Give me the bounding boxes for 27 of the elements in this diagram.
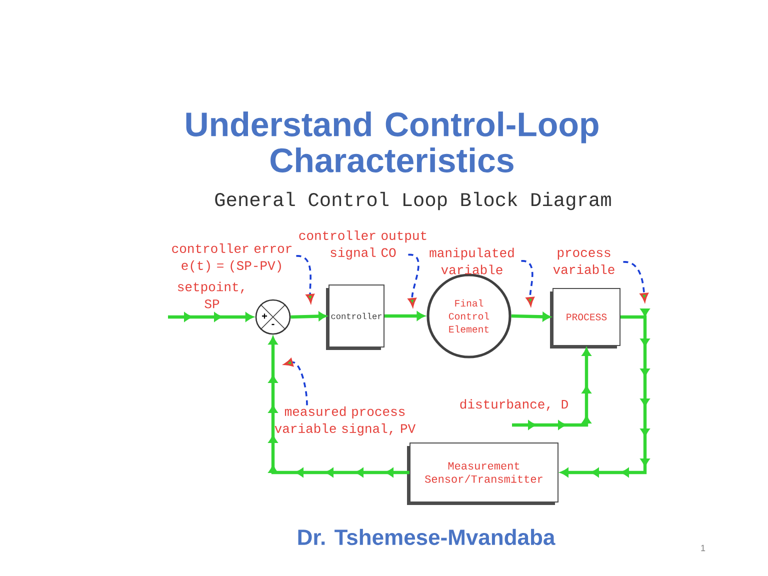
flow-arrow	[511, 312, 551, 322]
subheading: General Control Loop Block Diagram	[215, 192, 611, 210]
sensor-box: Measurement Sensor/Transmitter	[407, 442, 558, 505]
author-name: Dr. Tshemese-Mvandaba	[298, 528, 556, 546]
leader-line	[623, 261, 648, 302]
annotation-text: controller output signal CO	[299, 230, 426, 260]
flow-arrow	[268, 336, 410, 477]
leader-line	[408, 254, 420, 307]
annotation-text: manipulated variable	[430, 248, 514, 274]
flow-arrow	[168, 312, 254, 322]
leader-line	[284, 358, 308, 406]
process-box: PROCESS	[550, 288, 620, 348]
leader-line	[296, 255, 314, 303]
annotation-text: process variable	[553, 250, 614, 274]
flow-arrow	[384, 312, 425, 320]
edge-label: disturbance, D	[460, 399, 568, 411]
flow-arrow	[290, 312, 327, 321]
slide-title: Understand Control-Loop Characteristics	[186, 112, 598, 172]
annotation-text: measured process variable signal, PV	[274, 406, 416, 436]
flow-arrow	[560, 308, 650, 477]
controller-box: controller	[326, 284, 384, 350]
flow-arrow	[512, 348, 591, 430]
edge-label: setpoint, SP	[178, 282, 244, 308]
annotation-text: controller error e(t) = (SP-PV)	[172, 243, 292, 273]
summing-junction: + -	[255, 299, 291, 335]
leader-line	[521, 260, 534, 306]
page-number: 1	[701, 544, 706, 552]
